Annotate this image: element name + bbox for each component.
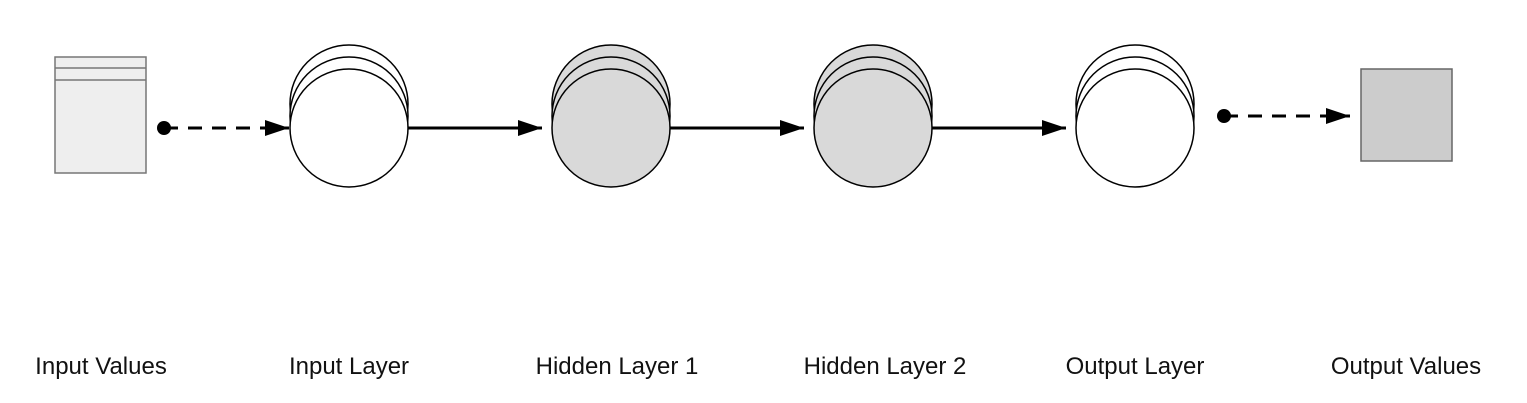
output-layer-node	[1075, 44, 1195, 188]
hidden-layer-1-label: Hidden Layer 1	[535, 353, 699, 380]
input-values-connector	[157, 120, 289, 136]
input-layer-label: Input Layer	[288, 353, 410, 380]
hidden-layer-2-label: Hidden Layer 2	[803, 353, 967, 380]
output-layer-label: Output Layer	[1065, 353, 1205, 380]
output-values-node	[1360, 68, 1453, 162]
output-values-label: Output Values	[1330, 353, 1482, 380]
input-values-node	[54, 56, 147, 174]
hidden-layer-2-node	[813, 44, 933, 188]
input-values-label: Input Values	[35, 353, 167, 380]
output-values-connector	[1217, 108, 1350, 124]
hidden-layer-1-node	[551, 44, 671, 188]
input-layer-node	[289, 44, 409, 188]
